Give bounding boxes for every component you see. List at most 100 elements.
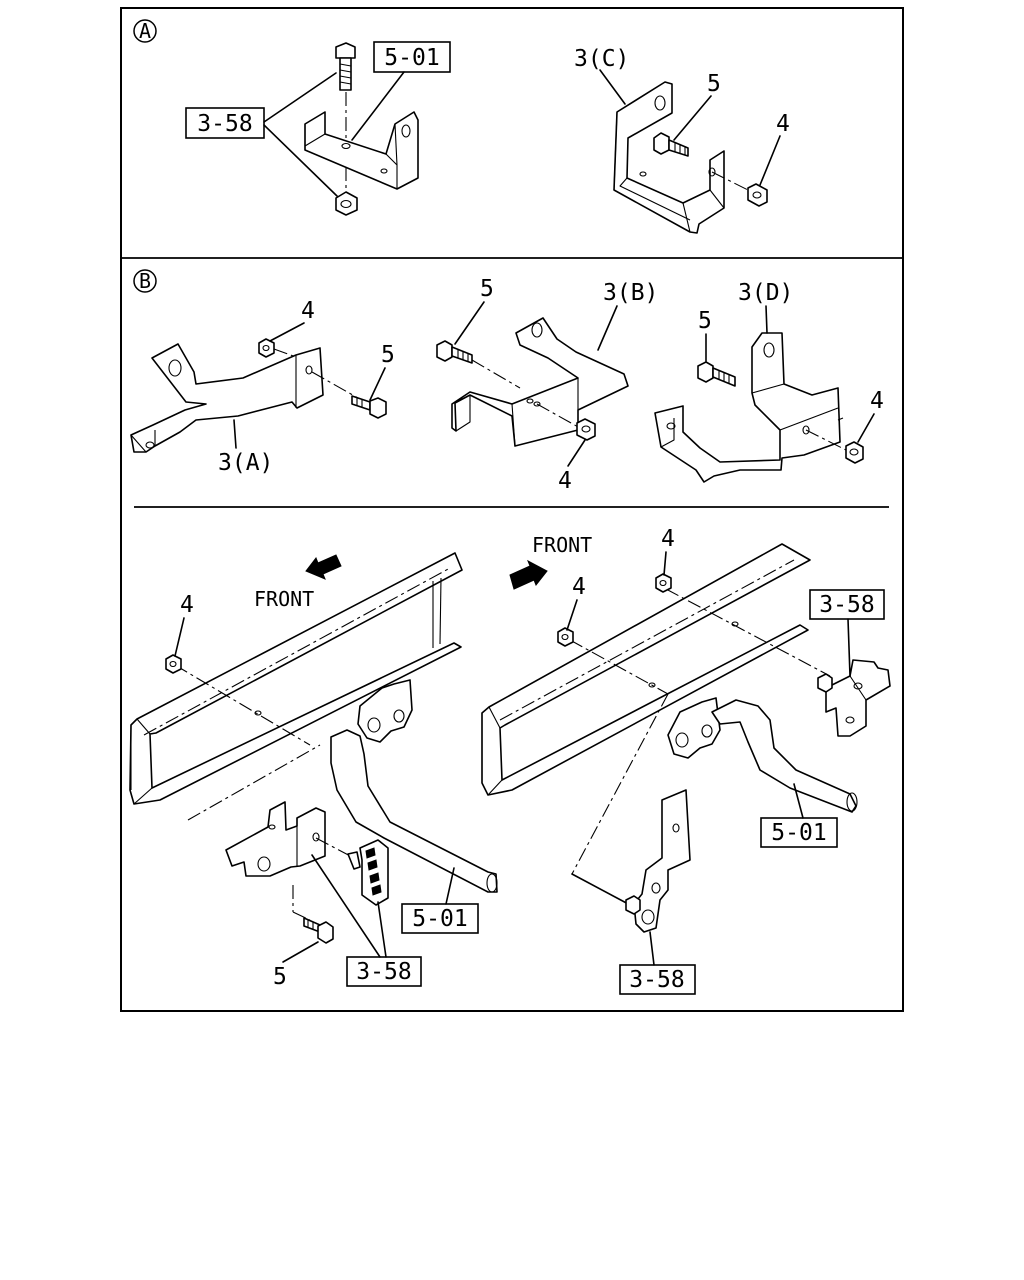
ref-label-5-01-a: 5-01 (384, 45, 439, 71)
label-3d: 3(D) (738, 280, 793, 306)
stabilizer-bar-5-01-right (711, 699, 858, 813)
label-5-b3: 5 (698, 308, 712, 334)
bolt-5-b3 (697, 361, 736, 387)
bracket-3a (130, 343, 324, 453)
axis-b3-nut (805, 429, 851, 453)
ref-box-3-58-right-lower: 3-58 (619, 931, 696, 995)
leader-right-lower-bracket (571, 873, 633, 907)
label-3c: 3(C) (574, 46, 629, 72)
leader-5-b1 (369, 367, 386, 401)
nut-3-58 (335, 191, 358, 216)
ref-label-3-58-left: 3-58 (356, 959, 411, 985)
bolt-5-b2 (436, 340, 473, 364)
label-4-b2: 4 (558, 468, 572, 494)
nut-4-c1 (165, 654, 182, 674)
leader-3a (233, 419, 237, 449)
bracket-3d (654, 332, 844, 483)
leader-4-a (759, 135, 781, 186)
leader-5-c (282, 941, 319, 963)
bracket-left (225, 801, 326, 877)
label-5-b1: 5 (381, 342, 395, 368)
label-4-c3: 4 (572, 574, 586, 600)
axis-left-bolt-diag (292, 911, 311, 921)
clamp-left (347, 839, 389, 906)
bracket-3b (451, 317, 629, 447)
label-4-b3: 4 (870, 388, 884, 414)
leader-4-b3 (857, 413, 875, 443)
ref-label-3-58-a: 3-58 (197, 111, 252, 137)
ref-label-5-01-left: 5-01 (412, 906, 467, 932)
label-5-c: 5 (273, 964, 287, 990)
ref-box-5-01-a: 5-01 (351, 41, 451, 141)
nut-4-b1 (258, 338, 275, 358)
rail-hole-right-2 (648, 682, 656, 688)
leader-4-c3 (566, 599, 578, 631)
axis-b1-bolt (311, 371, 359, 399)
ref-box-3-58-a: 3-58 (185, 72, 338, 197)
bolt-5-a (653, 132, 689, 157)
nut-4-b3 (845, 441, 864, 464)
bar-axis-left (187, 744, 321, 821)
front-label-left: FRONT (254, 587, 314, 611)
leader-3b (597, 305, 618, 351)
hanger-left (357, 679, 413, 743)
bolt-5-c (303, 917, 334, 944)
stabilizer-bar-5-01-left (330, 729, 498, 893)
front-label-right: FRONT (532, 533, 592, 557)
axis-b1-nut (273, 348, 297, 358)
axis-right-nut-lower (569, 639, 669, 695)
frame-rail-left (129, 552, 463, 805)
bracket-3c (613, 81, 725, 234)
leader-4-b2 (567, 439, 586, 467)
nut-4-c2 (655, 573, 672, 593)
leader-3c (599, 69, 626, 105)
front-arrow-left: FRONT (254, 554, 342, 611)
leader-4-b1 (269, 322, 305, 342)
label-4-c1: 4 (180, 592, 194, 618)
nut-4-c3 (557, 627, 574, 647)
axis-b2-bolt (471, 359, 521, 389)
ref-box-5-01-right: 5-01 (760, 783, 838, 848)
u-bracket-5-01 (304, 111, 419, 190)
section-a-letter: A (139, 19, 151, 43)
leader-5-a (673, 95, 712, 141)
axis-right-nut-upper (665, 588, 831, 677)
section-b: B 4 5 3(A) (130, 269, 884, 494)
bolt-5-b1 (351, 395, 387, 419)
ref-label-5-01-right: 5-01 (771, 820, 826, 846)
leader-5-b2 (454, 301, 485, 345)
leader-4-c2 (663, 551, 667, 576)
rail-centerline-left (143, 567, 451, 736)
bracket-right-lower (625, 789, 691, 933)
nut-4-a (747, 183, 768, 207)
axis-right-lower-bracket (571, 693, 669, 875)
ref-label-3-58-right-lower: 3-58 (629, 967, 684, 993)
ref-label-3-58-right-upper: 3-58 (819, 592, 874, 618)
section-a-marker: A (133, 19, 157, 43)
bracket-right-upper (817, 659, 891, 737)
nut-4-b2 (576, 418, 596, 441)
section-b-marker: B (133, 269, 157, 293)
front-arrow-right: FRONT (509, 533, 592, 590)
label-4-a: 4 (776, 111, 790, 137)
label-4-b1: 4 (301, 298, 315, 324)
axis-left-nut (174, 664, 311, 746)
bolt-3-58-top (335, 42, 356, 91)
label-5-b2: 5 (480, 276, 494, 302)
ref-box-5-01-left: 5-01 (401, 867, 479, 934)
axis-b2-nut (536, 403, 581, 429)
section-installation: FRONT 4 (129, 526, 891, 995)
section-a: A 5-01 (133, 19, 790, 234)
ref-box-3-58-right-upper: 3-58 (809, 589, 885, 677)
label-3a: 3(A) (218, 450, 273, 476)
label-5-a: 5 (707, 71, 721, 97)
frame-rail-right (481, 543, 811, 796)
bolt-axis-3c (711, 171, 753, 193)
hanger-right (667, 697, 721, 759)
rail-hole-right-1 (731, 621, 739, 627)
diagram-frame (120, 7, 904, 1012)
label-4-c2: 4 (661, 526, 675, 552)
label-3b: 3(B) (603, 280, 658, 306)
leader-4-c1 (174, 617, 185, 657)
